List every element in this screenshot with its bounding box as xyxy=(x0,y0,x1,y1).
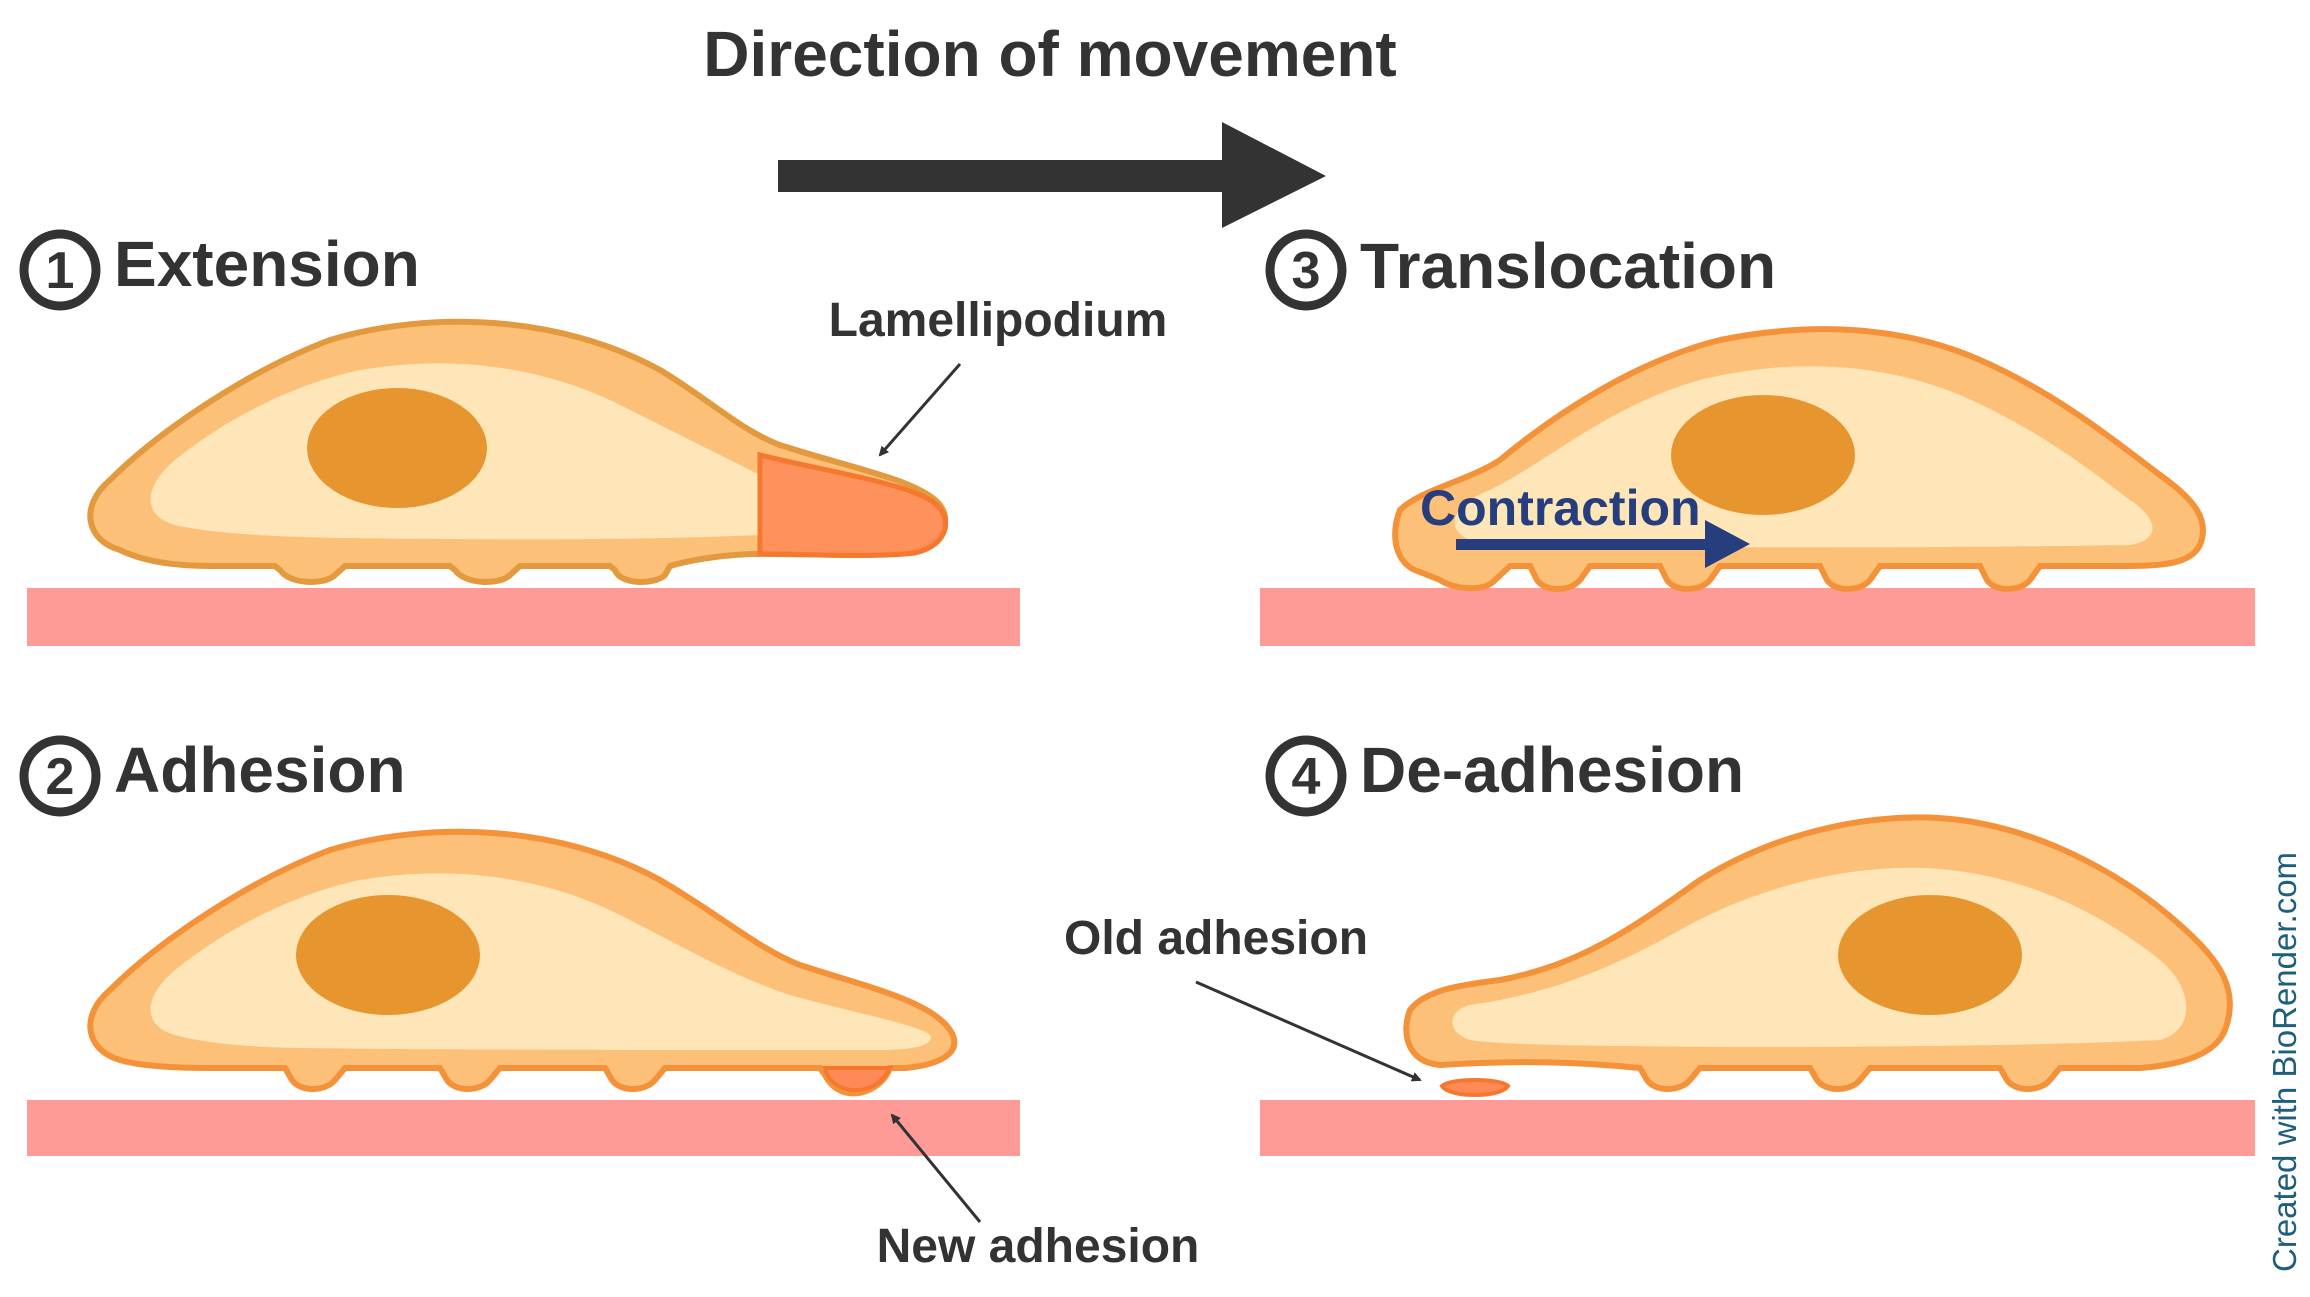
old-adhesion-pointer xyxy=(1195,980,1422,1082)
nucleus-2 xyxy=(296,895,480,1015)
step-3-number: 3 xyxy=(1292,242,1321,300)
direction-arrow xyxy=(778,122,1326,228)
step-2-label: Adhesion xyxy=(114,734,406,806)
substrate-3 xyxy=(1260,588,2255,646)
step-2-number: 2 xyxy=(46,748,75,806)
cell-1 xyxy=(87,318,949,585)
panel-extension: 1 Extension Lamellipodium xyxy=(19,228,1168,646)
step-4-number: 4 xyxy=(1292,748,1321,806)
panel-adhesion: 2 Adhesion New adhesion xyxy=(19,734,1200,1273)
old-adhesion-label: Old adhesion xyxy=(1064,912,1368,965)
contraction-arrow xyxy=(1456,520,1750,568)
nucleus-1 xyxy=(307,388,487,508)
step-4-label: De-adhesion xyxy=(1360,734,1744,806)
nucleus-3 xyxy=(1671,395,1855,515)
panel-de-adhesion: 4 De-adhesion Old adhesion xyxy=(1064,734,2255,1156)
cell-2 xyxy=(87,828,958,1097)
step-1-number: 1 xyxy=(46,242,75,300)
lamellipodium-region xyxy=(757,451,949,559)
step-2-badge: 2 xyxy=(19,735,101,817)
diagram-title: Direction of movement xyxy=(703,18,1396,90)
substrate-1 xyxy=(27,588,1020,646)
step-4-badge: 4 xyxy=(1265,735,1347,817)
step-3-label: Translocation xyxy=(1360,230,1776,302)
contraction-label: Contraction xyxy=(1420,480,1701,536)
old-adhesion-remnant xyxy=(1439,1078,1511,1097)
new-adhesion-label: New adhesion xyxy=(877,1220,1200,1273)
new-adhesion-spot xyxy=(822,1066,894,1093)
step-1-label: Extension xyxy=(114,228,420,300)
nucleus-4 xyxy=(1838,895,2022,1015)
new-adhesion-pointer xyxy=(890,1113,982,1223)
cell-4 xyxy=(1403,814,2233,1097)
lamellipodium-label: Lamellipodium xyxy=(829,294,1168,347)
step-3-badge: 3 xyxy=(1265,229,1347,311)
panel-translocation: 3 Translocation Contraction xyxy=(1260,229,2255,646)
cell-3 xyxy=(1392,326,2207,592)
biorender-credit: Created with BioRender.com xyxy=(2266,852,2303,1272)
lamellipodium-pointer xyxy=(878,363,962,457)
substrate-4 xyxy=(1260,1100,2255,1156)
substrate-2 xyxy=(27,1100,1020,1156)
step-1-badge: 1 xyxy=(19,229,101,311)
